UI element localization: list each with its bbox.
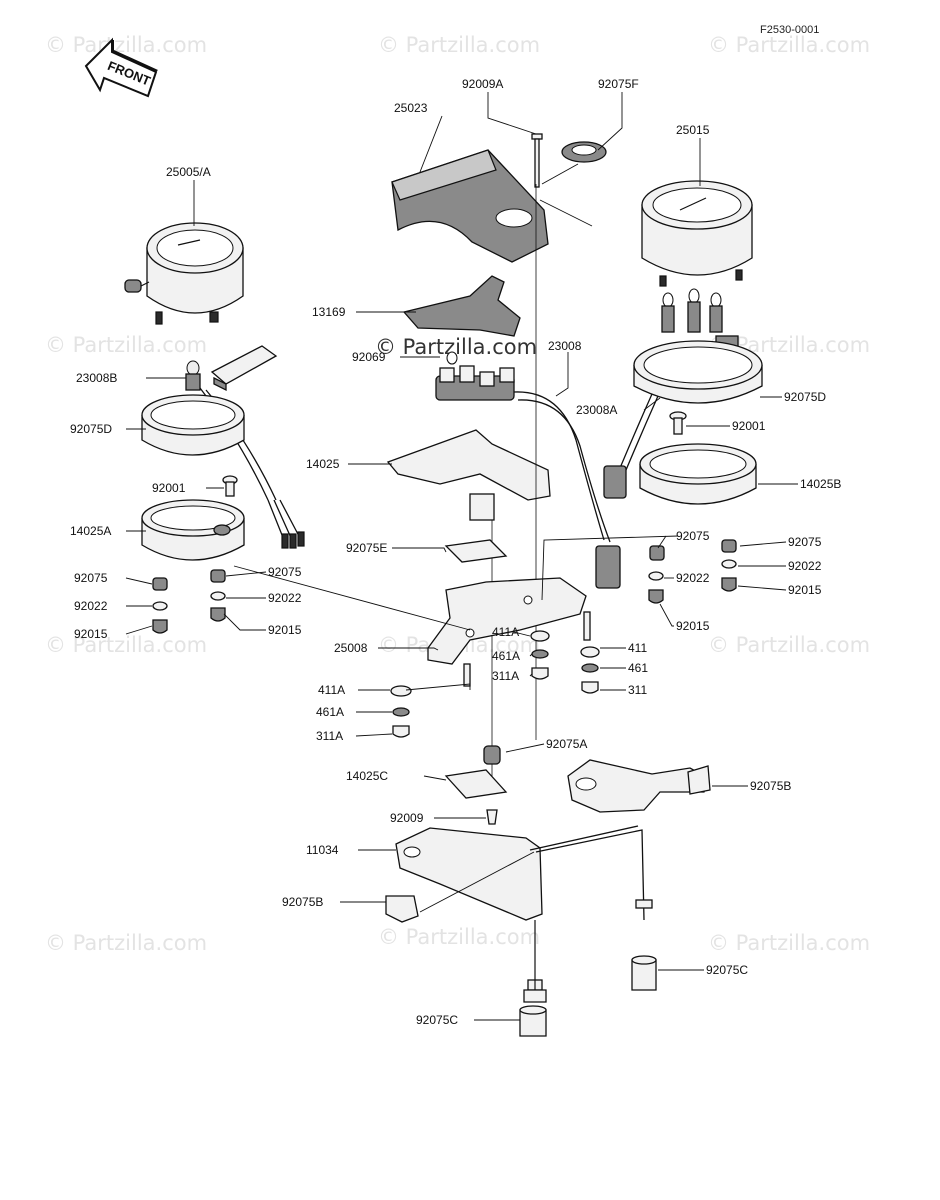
ring-92075d-left [141, 394, 245, 456]
washer-411a [390, 630, 550, 697]
gauge-25015 [641, 180, 753, 287]
part-label: 23008 [548, 339, 582, 353]
screw-92001-left [222, 475, 238, 497]
part-label: 92022 [676, 571, 710, 585]
part-label: 25015 [676, 123, 710, 137]
part-label: 14025B [800, 477, 841, 491]
part-label: 25023 [394, 101, 428, 115]
grommet-92075a [483, 745, 501, 765]
watermark: © Partzilla.com [708, 931, 870, 955]
part-label: 411A [318, 683, 345, 697]
case-14025a [141, 499, 245, 561]
grommet-92075-left [152, 569, 226, 591]
harness-23008 [513, 391, 621, 589]
part-label: 92075C [706, 963, 748, 977]
watermark: © Partzilla.com [378, 33, 540, 57]
part-label: 92022 [74, 599, 108, 613]
part-label: 92075C [416, 1013, 458, 1027]
right-gauge-group [580, 180, 763, 694]
part-label: 14025C [346, 769, 388, 783]
washer-92022-right [648, 559, 737, 581]
grommet-92075-right [649, 539, 737, 561]
part-label: 461 [628, 661, 648, 675]
part-label: 92022 [268, 591, 302, 605]
watermark: © Partzilla.com [45, 633, 207, 657]
washer-411 [580, 646, 600, 658]
part-label: 92015 [788, 583, 822, 597]
part-label: 92075 [74, 571, 108, 585]
part-label: 92075 [268, 565, 302, 579]
part-label: 92075B [750, 779, 791, 793]
washer-92022-left [152, 591, 226, 611]
lockwasher-461 [581, 663, 599, 673]
clip-92075b [385, 765, 711, 923]
screw-92001-right [669, 411, 687, 435]
part-label: 92001 [152, 481, 186, 495]
nut-311 [581, 681, 599, 694]
watermark: © Partzilla.com [45, 333, 207, 357]
watermark: © Partzilla.com [708, 33, 870, 57]
part-label: 92001 [732, 419, 766, 433]
part-label: 25008 [334, 641, 368, 655]
harness-23008a [603, 393, 659, 499]
center-group [385, 133, 711, 1037]
screw-92009 [486, 809, 498, 825]
part-label: 311A [492, 669, 519, 683]
part-label: 92075F [598, 77, 639, 91]
plate-92075e [444, 539, 508, 563]
case-14025 [386, 429, 551, 521]
part-label: 461A [492, 649, 520, 663]
case-14025b [639, 443, 757, 505]
part-label: 311 [628, 683, 647, 697]
indicator-sockets-92069 [435, 351, 515, 401]
part-label: 92075E [346, 541, 387, 555]
part-label: 92009A [462, 77, 503, 91]
part-label: 92015 [74, 627, 108, 641]
bracket-13169 [402, 275, 521, 337]
bracket-11034 [395, 759, 709, 1003]
part-label: 92075 [676, 529, 710, 543]
part-label: 411A [492, 625, 519, 639]
watermark: © Partzilla.com [708, 633, 870, 657]
part-label: 13169 [312, 305, 346, 319]
part-label: 23008A [576, 403, 617, 417]
part-label: 92069 [352, 350, 386, 364]
part-label: 92075A [546, 737, 587, 751]
part-label: 11034 [306, 843, 339, 857]
part-label: 92015 [268, 623, 302, 637]
part-label: 92009 [390, 811, 424, 825]
watermark: © Partzilla.com [45, 33, 207, 57]
part-label: 92075 [788, 535, 822, 549]
watermark: © Partzilla.com [378, 925, 540, 949]
part-label: 14025 [306, 457, 340, 471]
watermark: © Partzilla.com [45, 931, 207, 955]
grommet-92075c [519, 955, 657, 1037]
part-label: 92022 [788, 559, 822, 573]
screw-92009a [531, 133, 543, 188]
part-label: 92015 [676, 619, 710, 633]
part-label: 14025A [70, 524, 111, 538]
part-label: 411 [628, 641, 647, 655]
part-label: 25005/A [166, 165, 211, 179]
drawing-number: F2530-0001 [760, 24, 819, 36]
left-gauge-group [124, 222, 305, 634]
part-label: 92075D [70, 422, 112, 436]
nut-311a [392, 667, 549, 738]
leader-lines [125, 92, 798, 1021]
part-label: 461A [316, 705, 344, 719]
ring-92075d-right [633, 340, 763, 404]
part-label: 92075B [282, 895, 323, 909]
part-label: 92075D [784, 390, 826, 404]
part-labels: 25005/A 23008B 92075D 92001 14025A 92075… [70, 77, 841, 1027]
nut-92015-left [152, 607, 226, 634]
cover-25023 [391, 149, 549, 263]
plate-14025c [444, 769, 508, 799]
part-label: 311A [316, 729, 343, 743]
grommet-92075f [561, 141, 607, 163]
part-label: 23008B [76, 371, 117, 385]
bracket-25008 [427, 577, 591, 687]
nut-92015-right [648, 577, 737, 604]
gauge-25005a [124, 222, 244, 325]
